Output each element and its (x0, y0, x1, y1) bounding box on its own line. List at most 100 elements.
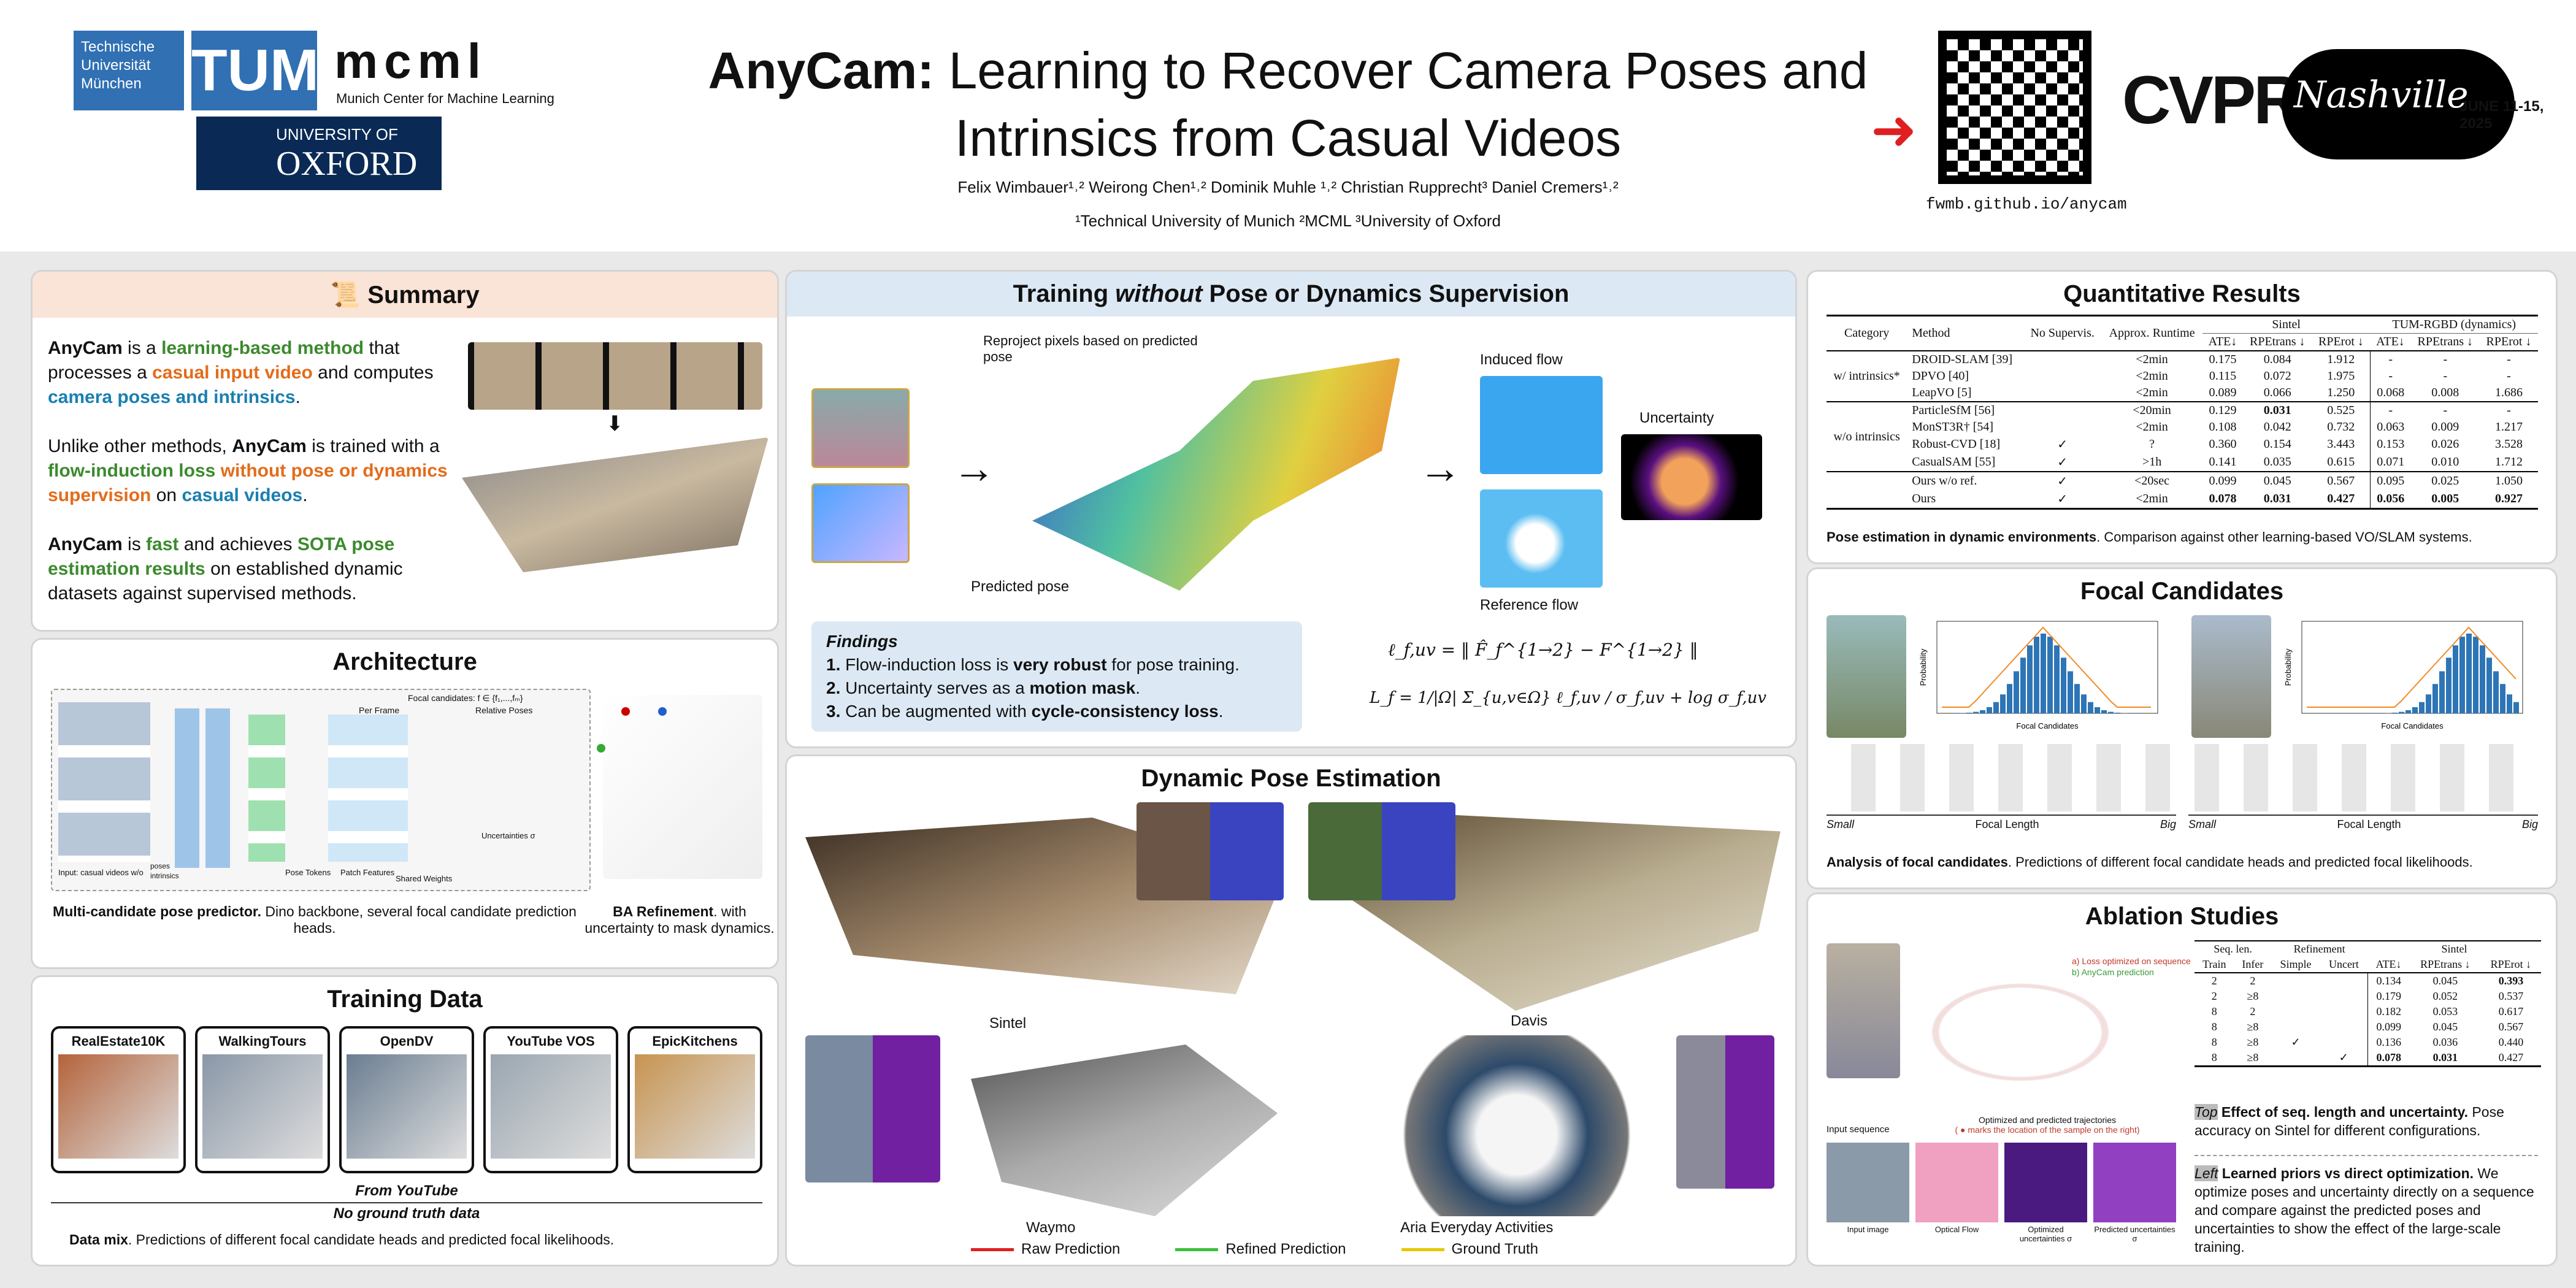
histogram-bar (2453, 645, 2458, 713)
down-arrow-icon: ⬇ (606, 412, 624, 435)
induced-flow-image (1480, 376, 1603, 474)
tum-text-logo: Technische Universität München (74, 31, 184, 110)
axis-focal-label: Focal Length (1975, 818, 2039, 830)
dataset-image (58, 1054, 178, 1159)
histogram-bar (2466, 634, 2472, 713)
scene-label-sintel: Sintel (989, 1015, 1027, 1032)
arrow-icon: → (1419, 444, 1462, 492)
histogram-bar (2108, 711, 2114, 713)
training-data-title: Training Data (327, 986, 483, 1013)
training-panel: Training without Pose or Dynamics Superv… (785, 270, 1797, 748)
dataset-name: YouTube VOS (507, 1033, 595, 1049)
training-title: Training without Pose or Dynamics Superv… (787, 272, 1795, 316)
scroll-icon: 📜 (330, 282, 368, 309)
histogram-bar (2088, 702, 2093, 713)
authors: Felix Wimbauer¹˒² Weirong Chen¹˒² Domini… (957, 178, 1619, 196)
summary-panel: 📜 Summary AnyCam is a learning-based met… (31, 270, 779, 632)
qr-code[interactable] (1938, 31, 2091, 184)
histogram-bar (2439, 671, 2445, 713)
dataset-card: WalkingTours (195, 1026, 330, 1173)
legend-loss-optimized: a) Loss optimized on sequence (2072, 956, 2191, 966)
aria-reconstruction (1394, 1035, 1639, 1216)
findings-box: Findings 1. Flow-induction loss is very … (811, 621, 1302, 732)
davis-frames (1308, 802, 1455, 900)
histogram-bar (2034, 637, 2039, 713)
mcml-text: Munich Center for Machine Learning (336, 91, 554, 106)
tum-logo: TUM (191, 31, 319, 110)
per-frame-label: Per Frame (359, 705, 400, 715)
architecture-caption-right: BA Refinement. with uncertainty to mask … (585, 903, 775, 936)
input-frame-image (811, 388, 910, 468)
histogram-bar (2081, 694, 2087, 713)
poster-title: AnyCam: Learning to Recover Camera Poses… (708, 42, 1868, 167)
ablation-left-caption: Left Learned priors vs direct optimizati… (2195, 1165, 2534, 1255)
histogram-bar (2399, 711, 2404, 713)
ablation-sample: Input image (1827, 1143, 1909, 1243)
histogram-bar (2426, 694, 2431, 713)
waymo-reconstruction (971, 1045, 1278, 1216)
project-url[interactable]: fwmb.github.io/anycam (1926, 195, 2127, 213)
oxford-logo: UNIVERSITY OF OXFORD (196, 117, 442, 190)
ba-refinement-diagram (597, 695, 762, 879)
ablation-sample: Optimized uncertainties σ (2004, 1143, 2087, 1243)
dataset-name: RealEstate10K (71, 1033, 166, 1049)
ablation-sample: Predicted uncertainties σ (2093, 1143, 2176, 1243)
architecture-caption-left: Multi-candidate pose predictor. Dino bac… (53, 903, 577, 936)
training-data-caption: Data mix. Predictions of different focal… (69, 1232, 615, 1248)
sample-image (1827, 1143, 1909, 1222)
shared-weights-label: Shared Weights (396, 874, 453, 883)
legend-line-icon (971, 1248, 1014, 1252)
histogram-bar (2432, 684, 2438, 713)
dataset-image (491, 1054, 611, 1159)
ablation-panel: Ablation Studies Input sequence a) Loss … (1806, 892, 2558, 1267)
histogram-bar (2074, 684, 2080, 713)
no-gt-label: No ground truth data (333, 1205, 480, 1222)
histogram-bar (2486, 657, 2492, 713)
cvpr-date: JUNE 11-15, 2025 (2459, 98, 2544, 132)
summary-p2: Unlike other methods, AnyCam is trained … (48, 436, 448, 505)
histogram-bar (1973, 711, 1979, 713)
sample-image (1915, 1143, 1998, 1222)
sintel-frames (1137, 802, 1284, 900)
cvpr-logo: CVPR (2122, 63, 2302, 138)
ablation-top-caption: Top Effect of seq. length and uncertaint… (2195, 1104, 2504, 1138)
histogram-bar (2054, 645, 2060, 713)
legend-line-icon (1175, 1248, 1219, 1252)
scene-label-aria: Aria Everyday Activities (1400, 1219, 1554, 1236)
histogram-bar (2507, 694, 2512, 713)
histogram-bar (2480, 645, 2485, 713)
affiliations: ¹Technical University of Munich ²MCML ³U… (1075, 212, 1501, 230)
axis-big-label: Big (2521, 818, 2538, 830)
histogram-bar (1987, 707, 1992, 713)
uncertainties-label: Uncertainties σ (481, 831, 535, 840)
histogram-bar (2500, 684, 2505, 713)
legend-anycam-prediction: b) AnyCam prediction (2072, 967, 2154, 977)
reproject-label: Reproject pixels based on predicted pose (983, 333, 1198, 364)
induced-flow-label: Induced flow (1480, 351, 1563, 368)
finding-3: 3. Can be augmented with cycle-consisten… (826, 702, 1224, 721)
from-youtube-label: From YouTube (51, 1183, 762, 1203)
aria-frames (1676, 1035, 1774, 1189)
axis-focal-label: Focal Length (2337, 818, 2401, 830)
input-label: Input: casual videos w/o (58, 868, 144, 877)
findings-title: Findings (826, 632, 898, 651)
histogram-bar (2405, 710, 2411, 713)
histogram-bar (2419, 702, 2425, 713)
x-axis-label: Focal Candidates (2381, 721, 2444, 730)
histogram-bar (2000, 694, 2006, 713)
histogram-bar (2020, 657, 2026, 713)
dataset-name: WalkingTours (218, 1033, 307, 1049)
input-flow-image (811, 483, 910, 563)
summary-p3: AnyCam is fast and achieves SOTA pose es… (48, 534, 403, 604)
